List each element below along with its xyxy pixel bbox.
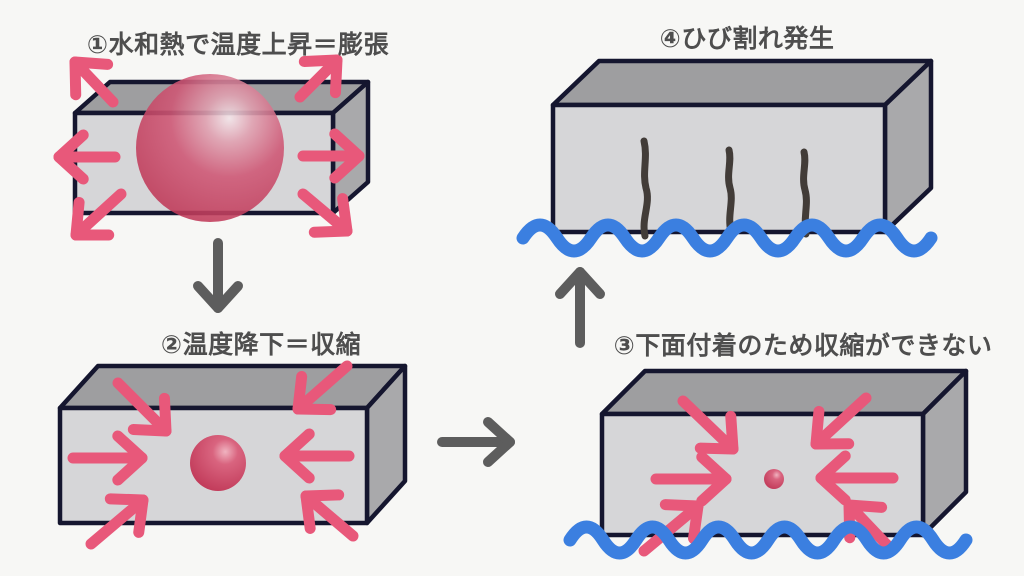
step4-label: ④ひび割れ発生 <box>659 25 835 53</box>
heat-sphere-small <box>764 469 784 489</box>
step4-block <box>550 58 934 240</box>
contraction-arrows-step3 <box>638 392 899 557</box>
contraction-arrow-top-right-icon <box>292 360 353 416</box>
contraction-arrows-step2 <box>67 360 359 550</box>
crack-left-icon <box>640 137 651 240</box>
restrained-arrow-bottom-right-icon <box>843 499 895 553</box>
expansion-arrows <box>53 54 365 241</box>
expansion-arrow-bottom-right-icon <box>297 188 353 238</box>
expansion-arrow-top-left-icon <box>69 56 119 108</box>
step3-label: ③下面付着のため収縮ができない <box>613 332 993 360</box>
block4-top-face <box>550 58 934 108</box>
block3-top-face <box>599 368 969 417</box>
step2-label: ②温度降下＝収縮 <box>160 331 362 359</box>
restrained-arrow-top-left-icon <box>677 395 739 455</box>
water-wave-step3-icon <box>563 520 973 560</box>
water-wave-step4-icon <box>516 218 938 258</box>
block4-front-face <box>550 102 888 235</box>
restrained-arrow-top-right-icon <box>810 392 872 450</box>
step2-block <box>57 363 408 526</box>
contraction-arrow-bottom-right-icon <box>300 489 359 542</box>
block2-top-face <box>57 363 408 411</box>
step3-block <box>599 368 969 538</box>
heat-sphere-large <box>136 74 284 222</box>
contraction-arrow-bottom-left-icon <box>85 493 149 550</box>
expansion-arrow-bottom-left-icon <box>70 188 127 241</box>
expansion-arrow-top-right-icon <box>294 54 343 103</box>
step1-label: ①水和熱で温度上昇＝膨張 <box>86 31 390 59</box>
crack-middle-icon <box>725 146 735 236</box>
contraction-arrow-top-left-icon <box>112 377 172 437</box>
heat-sphere-medium <box>190 435 246 491</box>
restrained-arrow-bottom-left-icon <box>638 499 704 557</box>
